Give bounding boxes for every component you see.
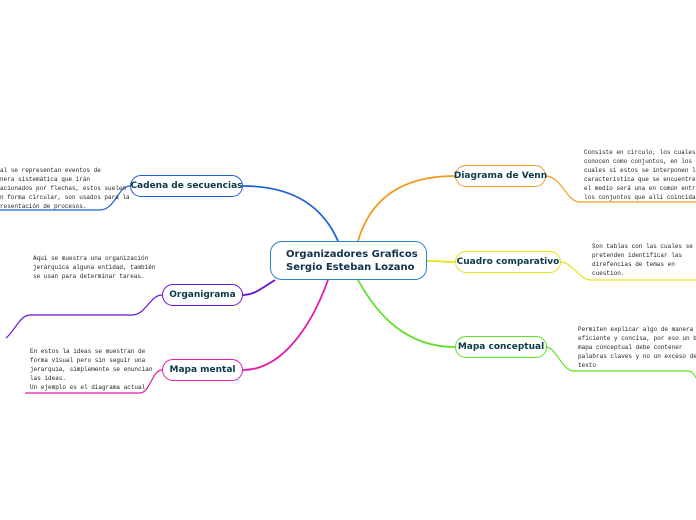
branch-organigrama[interactable]: Organigrama: [162, 284, 243, 306]
branch-mapa-mental-label: Mapa mental: [169, 365, 236, 375]
note-organigrama: Aqui se muestra una organización jerárqu…: [33, 255, 156, 280]
branch-mapa-mental[interactable]: Mapa mental: [162, 359, 243, 381]
branch-mapa-conceptual[interactable]: Mapa conceptual: [455, 336, 547, 358]
central-topic-line1: Organizadores Graficos: [286, 248, 418, 260]
branch-mapa-conceptual-label: Mapa conceptual: [457, 342, 545, 352]
underline-mental: [25, 369, 163, 394]
note-mapa-mental: En estos la ideas se muestran de forma v…: [30, 348, 153, 391]
note-cadena-de-secuencias: al se representan eventos de nera sistem…: [0, 167, 130, 210]
branch-cadena-de-secuencias-label: Cadena de secuencias: [130, 181, 243, 191]
branch-cadena-de-secuencias[interactable]: Cadena de secuencias: [130, 175, 243, 197]
underline-secuencias: [0, 185, 131, 211]
note-diagrama-de-venn: Consiste en circulo, los cuales se conoc…: [584, 149, 696, 201]
central-topic-line2: Sergio Esteban Lozano: [286, 261, 415, 273]
note-mapa-conceptual: Permiten explicar algo de manera eficien…: [578, 326, 696, 369]
connector-organigrama: [241, 279, 276, 296]
central-topic[interactable]: Organizadores Graficos Sergio Esteban Lo…: [270, 241, 427, 280]
connector-secuencias: [242, 185, 339, 242]
branch-diagrama-de-venn[interactable]: Diagrama de Venn: [453, 165, 548, 187]
note-cuadro-comparativo: Son tablas con las cuales se pretenden i…: [592, 243, 693, 277]
branch-diagrama-de-venn-label: Diagrama de Venn: [453, 171, 548, 181]
branch-organigrama-label: Organigrama: [169, 290, 236, 300]
underline-venn: [544, 175, 696, 203]
branch-cuadro-comparativo[interactable]: Cuadro comparativo: [455, 251, 561, 273]
connector-cuadro: [426, 260, 456, 263]
connector-venn: [357, 175, 456, 242]
underline-organigrama: [5, 294, 163, 339]
branch-cuadro-comparativo-label: Cuadro comparativo: [456, 257, 560, 267]
connector-conceptual: [357, 279, 456, 348]
underline-cuadro: [559, 261, 696, 281]
underline-conceptual: [545, 346, 696, 379]
connector-mental: [242, 279, 329, 371]
